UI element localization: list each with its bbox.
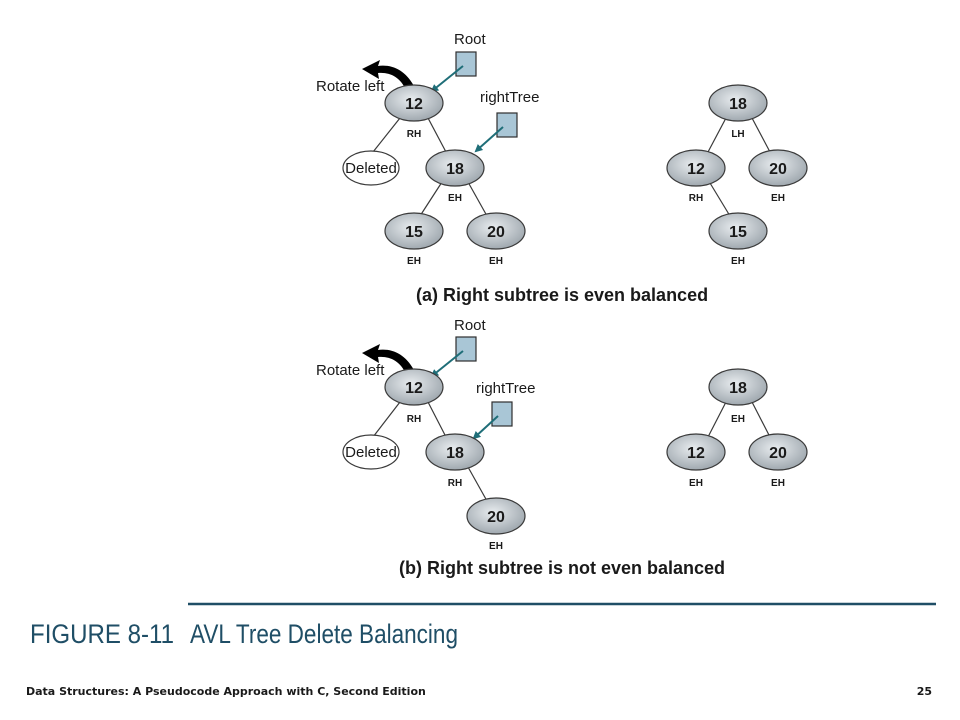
edge xyxy=(467,181,488,217)
balance-factor: EH xyxy=(731,256,745,267)
node-key: 12 xyxy=(405,380,423,397)
node-key: 12 xyxy=(687,445,705,462)
balance-factor: RH xyxy=(407,414,421,425)
right-tree-pointer-box xyxy=(496,112,518,138)
part-a-caption: (a) Right subtree is even balanced xyxy=(416,285,708,305)
balance-factor: EH xyxy=(407,256,421,267)
node-key: 18 xyxy=(446,161,464,178)
balance-factor: RH xyxy=(407,129,421,140)
edge xyxy=(467,466,488,502)
tree-node xyxy=(748,149,808,187)
deleted-node xyxy=(342,434,400,470)
rotate-left-arrow-icon xyxy=(362,344,414,374)
edge xyxy=(372,401,401,438)
root-label: Root xyxy=(454,31,487,48)
node-key: 18 xyxy=(729,96,747,113)
tree-node xyxy=(708,212,768,250)
rotate-left-label: Rotate left xyxy=(316,362,385,379)
tree-node xyxy=(666,149,726,187)
balance-factor: EH xyxy=(689,478,703,489)
node-key: 18 xyxy=(729,380,747,397)
edge xyxy=(419,181,443,217)
tree-node xyxy=(425,433,485,471)
node-key: 12 xyxy=(405,96,423,113)
balance-factor: EH xyxy=(489,256,503,267)
right-tree-pointer-arrow-icon xyxy=(474,126,504,153)
node-key: 20 xyxy=(487,224,505,241)
node-key: 15 xyxy=(405,224,423,241)
tree-node xyxy=(708,368,768,406)
tree-node xyxy=(748,433,808,471)
part-a-after-tree: 18 LH 12 RH 20 EH 15 EH xyxy=(666,84,808,267)
edge xyxy=(751,401,771,438)
part-b-before-tree: Rotate left Root rightTree 12 RH Deleted… xyxy=(316,317,535,552)
node-key: 20 xyxy=(769,161,787,178)
edge xyxy=(427,401,447,438)
tree-node xyxy=(666,433,726,471)
footer-page-number: 25 xyxy=(917,685,932,698)
right-tree-label: rightTree xyxy=(480,89,539,106)
balance-factor: EH xyxy=(731,414,745,425)
part-b-caption: (b) Right subtree is not even balanced xyxy=(399,558,725,578)
tree-node xyxy=(384,212,444,250)
tree-node xyxy=(425,149,485,187)
node-key: 18 xyxy=(446,445,464,462)
rotate-left-arrow-icon xyxy=(362,60,414,90)
node-key: 15 xyxy=(729,224,747,241)
tree-node xyxy=(466,212,526,250)
root-label: Root xyxy=(454,317,487,334)
deleted-label: Deleted xyxy=(345,160,397,177)
right-tree-pointer-box xyxy=(491,401,513,427)
figure-number: FIGURE 8-11 xyxy=(30,619,174,649)
edge xyxy=(751,117,771,153)
balance-factor: EH xyxy=(448,193,462,204)
root-pointer-arrow-icon xyxy=(430,65,464,93)
balance-factor: RH xyxy=(448,478,462,489)
tree-node xyxy=(384,368,444,406)
root-pointer-box xyxy=(455,336,477,362)
footer-book-title: Data Structures: A Pseudocode Approach w… xyxy=(26,685,426,698)
tree-node xyxy=(384,84,444,122)
node-key: 20 xyxy=(769,445,787,462)
balance-factor: LH xyxy=(731,129,744,140)
balance-factor: RH xyxy=(689,193,703,204)
part-b-after-tree: 18 EH 12 EH 20 EH xyxy=(666,368,808,489)
root-pointer-arrow-icon xyxy=(430,350,464,378)
balance-factor: EH xyxy=(489,541,503,552)
figure-title: AVL Tree Delete Balancing xyxy=(190,619,458,649)
edge xyxy=(707,401,727,438)
tree-node xyxy=(466,497,526,535)
edge xyxy=(372,117,401,153)
deleted-node xyxy=(342,150,400,186)
root-pointer-box xyxy=(455,51,477,77)
right-tree-label: rightTree xyxy=(476,380,535,397)
node-key: 12 xyxy=(687,161,705,178)
part-a-before-tree: Rotate left Root rightTree 12 RH Deleted… xyxy=(316,31,539,267)
node-key: 20 xyxy=(487,509,505,526)
edge xyxy=(709,182,731,217)
right-tree-pointer-arrow-icon xyxy=(472,415,499,440)
balance-factor: EH xyxy=(771,193,785,204)
balance-factor: EH xyxy=(771,478,785,489)
edge xyxy=(427,117,447,153)
rotate-left-label: Rotate left xyxy=(316,78,385,95)
deleted-label: Deleted xyxy=(345,444,397,461)
edge xyxy=(707,117,727,153)
tree-node xyxy=(708,84,768,122)
